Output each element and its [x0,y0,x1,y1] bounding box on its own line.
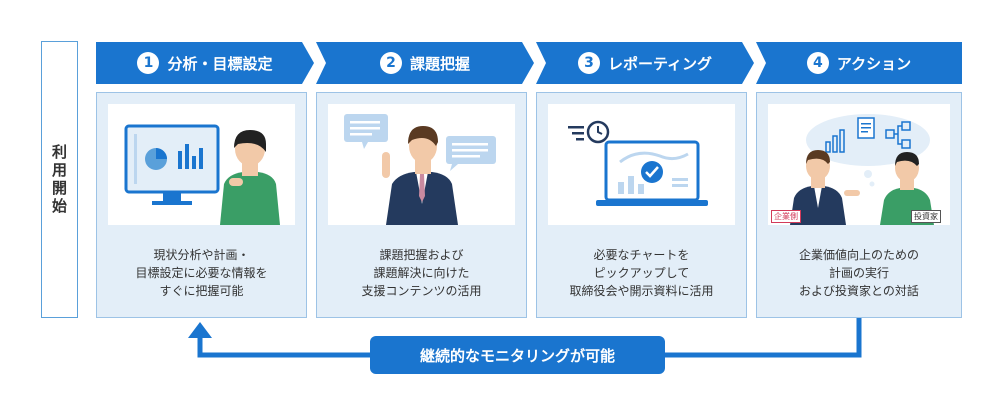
issue-illustration [328,104,515,225]
step-4-header: 4 アクション [756,42,962,84]
clock-icon [568,120,610,144]
speech-bubble-icon [344,114,388,149]
step-title: 分析・目標設定 [167,54,273,73]
step-number: 4 [806,52,829,74]
start-label: 利用開始 [50,143,68,216]
company-side-tag: 企業側 [771,210,801,223]
step-desc-line: 取締役会や開示資料に活用 [569,284,714,298]
step-2-card: 課題把握および 課題解決に向けた 支援コンテンツの活用 [316,92,527,318]
step-number: 3 [577,52,600,74]
flowchart-icon [885,121,911,149]
businessman-icon [382,126,458,225]
document-icon [857,117,875,139]
action-illustration [768,104,950,225]
step-desc-line: 課題把握および [379,248,464,262]
monitoring-label: 継続的なモニタリングが可能 [370,336,665,374]
start-label-box: 利用開始 [41,41,78,318]
step-desc-line: すぐに把握可能 [159,284,244,298]
bar-chart-icon [825,129,845,153]
step-title: アクション [836,54,912,73]
step-title: レポーティング [607,54,713,73]
laptop-icon [596,140,708,206]
step-3-card: 必要なチャートを ピックアップして 取締役会や開示資料に活用 [536,92,747,318]
businessman-icon [790,150,860,225]
step-desc-line: 支援コンテンツの活用 [361,284,482,298]
step-desc-line: ピックアップして [593,266,690,280]
step-desc-line: 必要なチャートを [593,248,690,262]
step-desc-line: 現状分析や計画・ [153,248,250,262]
step-3-header: 3 レポーティング [536,42,754,84]
step-4-card: 企業側 投資家 企業価値向上のための 計画の実行 および投資家との対話 [756,92,962,318]
chevron-shape [756,42,962,84]
step-desc-line: および投資家との対話 [799,284,919,298]
thought-cloud-icon [806,114,930,187]
speech-bubble-icon [446,136,496,171]
arrow-head-icon [188,322,212,338]
person-icon [220,130,280,225]
step-number: 2 [379,52,402,74]
step-desc-line: 課題解決に向けた [373,266,470,280]
step-title: 課題把握 [409,54,470,73]
investor-tag: 投資家 [911,210,941,223]
chevron-shape [316,42,534,84]
monitor-icon [124,124,220,205]
step-1-header: 1 分析・目標設定 [96,42,314,84]
step-desc-line: 企業価値向上のための [798,248,919,262]
reporting-illustration [548,104,735,225]
analysis-illustration [108,104,295,225]
step-2-header: 2 課題把握 [316,42,534,84]
step-desc-line: 目標設定に必要な情報を [135,266,268,280]
step-number: 1 [137,52,160,74]
step-1-card: 現状分析や計画・ 目標設定に必要な情報を すぐに把握可能 [96,92,307,318]
step-desc-line: 計画の実行 [828,266,889,280]
